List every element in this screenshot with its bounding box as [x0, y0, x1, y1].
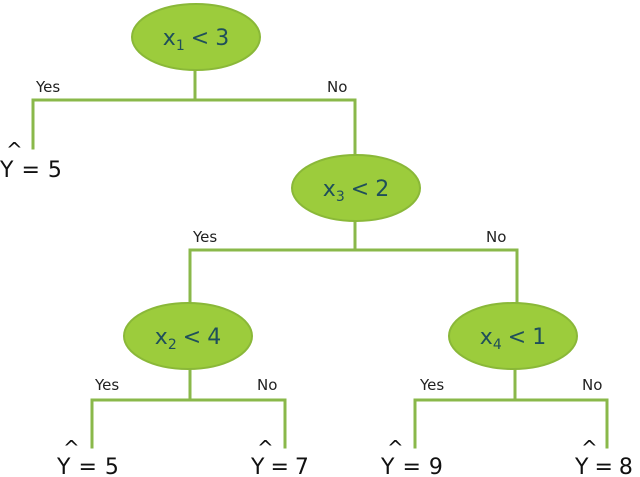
- leaf-5: ^ Y=8: [574, 436, 633, 477]
- leaf-2: ^ Y=5: [56, 436, 119, 477]
- branch-label-x4-yes: Yes: [419, 376, 444, 394]
- branch-label-x2-no: No: [257, 376, 277, 394]
- branch-labels: Yes No Yes No Yes No Yes No: [35, 78, 602, 394]
- branch-label-x3-no: No: [486, 228, 506, 246]
- leaf-1-label: Y=5: [0, 158, 62, 183]
- node-x4-label: x4<1: [480, 325, 546, 353]
- leaf-4: ^ Y=9: [380, 436, 443, 477]
- node-x4-ellipse: [448, 302, 578, 370]
- node-x2-ellipse: [123, 302, 253, 370]
- branch-label-root-yes: Yes: [35, 78, 60, 96]
- leaf-2-hat: ^: [63, 436, 80, 460]
- node-x2-label: x2<4: [155, 325, 221, 353]
- leaf-5-hat: ^: [581, 436, 598, 460]
- leaf-1: ^ Y=5: [0, 138, 62, 183]
- node-x3-ellipse: [291, 154, 421, 222]
- node-root-label: x1<3: [163, 26, 229, 54]
- leaf-3-label: Y=7: [250, 455, 309, 477]
- leaf-3: ^ Y=7: [250, 436, 309, 477]
- node-root: x1<3: [131, 3, 261, 71]
- node-x2: x2<4: [123, 302, 253, 370]
- leaf-5-label: Y=8: [574, 455, 633, 477]
- branch-label-root-no: No: [327, 78, 347, 96]
- leaf-4-hat: ^: [387, 436, 404, 460]
- branch-label-x2-yes: Yes: [94, 376, 119, 394]
- node-root-ellipse: [131, 3, 261, 71]
- node-x3: x3<2: [291, 154, 421, 222]
- leaf-1-hat: ^: [6, 138, 23, 162]
- branch-label-x3-yes: Yes: [192, 228, 217, 246]
- node-x3-label: x3<2: [323, 177, 389, 205]
- node-x4: x4<1: [448, 302, 578, 370]
- tree-edges: [31, 66, 609, 449]
- leaf-4-label: Y=9: [380, 455, 443, 477]
- leaf-3-hat: ^: [257, 436, 274, 460]
- leaf-2-label: Y=5: [56, 455, 119, 477]
- branch-label-x4-no: No: [582, 376, 602, 394]
